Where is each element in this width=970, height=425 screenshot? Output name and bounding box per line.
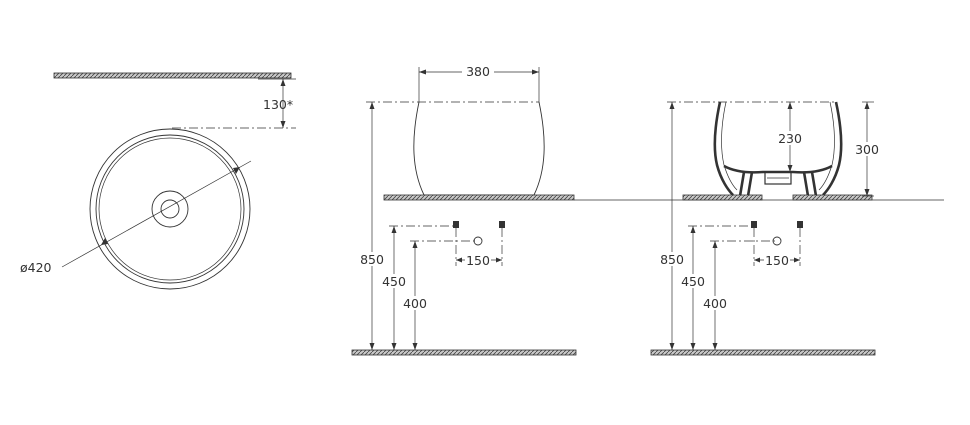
dim-150-label: 150	[466, 253, 490, 268]
valve-left-symbol-section	[751, 221, 757, 228]
dim-150-arrow-left	[456, 257, 462, 263]
bowl-inner-rim-2	[98, 137, 242, 281]
bowl-right-wall-inner	[818, 101, 835, 191]
dim-300-arrow-bottom	[864, 189, 870, 196]
bowl-floor	[723, 164, 833, 174]
dim-300-label: 300	[855, 142, 879, 157]
valve-right-symbol	[499, 221, 505, 228]
dim-850-label-section: 850	[660, 252, 684, 267]
drain-pipe-symbol-section	[772, 236, 782, 246]
drain-outer	[151, 190, 189, 228]
countertop-section-left	[682, 194, 763, 201]
bowl-outer-rim	[89, 128, 251, 290]
dim-400-arrow-top	[412, 241, 418, 248]
basin-front-outline	[413, 101, 545, 196]
bowl-inner-rim	[95, 134, 245, 284]
dim-300-arrow-top	[864, 102, 870, 109]
dim-450-label-section: 450	[681, 274, 705, 289]
dim-380-arrow-right	[532, 69, 539, 75]
diameter-arrow-ne	[233, 167, 240, 174]
dim-150-label-section: 150	[765, 253, 789, 268]
dim-400-arrow-bottom	[412, 343, 418, 350]
dim-850-arrow-top	[369, 102, 375, 109]
drain-inner	[160, 199, 180, 219]
valve-right-symbol-section	[797, 221, 803, 228]
countertop-top-edge	[53, 72, 292, 79]
bowl-foot-right	[802, 171, 818, 197]
dim-850-arrow-bottom	[369, 343, 375, 350]
bowl-left-wall-inner	[721, 101, 738, 191]
dim-400-label: 400	[403, 296, 427, 311]
dim-400-label-section: 400	[703, 296, 727, 311]
diameter-label: ø420	[20, 260, 52, 275]
dim-450-label: 450	[382, 274, 406, 289]
dim-450-arrow-bottom	[391, 343, 397, 350]
bowl-foot-left	[738, 171, 754, 197]
dim-850-label: 850	[360, 252, 384, 267]
dim-130-arrow-top	[280, 79, 286, 86]
countertop-section-right	[792, 194, 873, 201]
dim-130-label: 130*	[263, 97, 293, 112]
dim-450-arrow-top	[391, 226, 397, 233]
drain-fitting	[764, 171, 792, 185]
dim-230-arrow-top	[787, 102, 793, 109]
drain-pipe-symbol	[473, 236, 483, 246]
plan-view: 130* ø420	[20, 72, 296, 290]
dim-380-arrow-left	[419, 69, 426, 75]
front-view: 380 850 450 400	[351, 64, 944, 356]
bowl-right-wall	[822, 101, 843, 196]
dim-150-arrow-right	[496, 257, 502, 263]
dim-130-arrow-bottom	[280, 121, 286, 128]
valve-left-symbol	[453, 221, 459, 228]
dim-230-label: 230	[778, 131, 802, 146]
bowl-left-wall	[713, 101, 734, 196]
diameter-arrow-sw	[101, 238, 108, 245]
section-view: 230 300 850 450 400	[650, 101, 880, 356]
floor-front	[351, 349, 577, 356]
countertop-section	[383, 194, 575, 201]
diameter-line	[61, 160, 252, 268]
dim-230-arrow-bottom	[787, 165, 793, 172]
dim-380-label: 380	[466, 64, 490, 79]
floor-section	[650, 349, 876, 356]
